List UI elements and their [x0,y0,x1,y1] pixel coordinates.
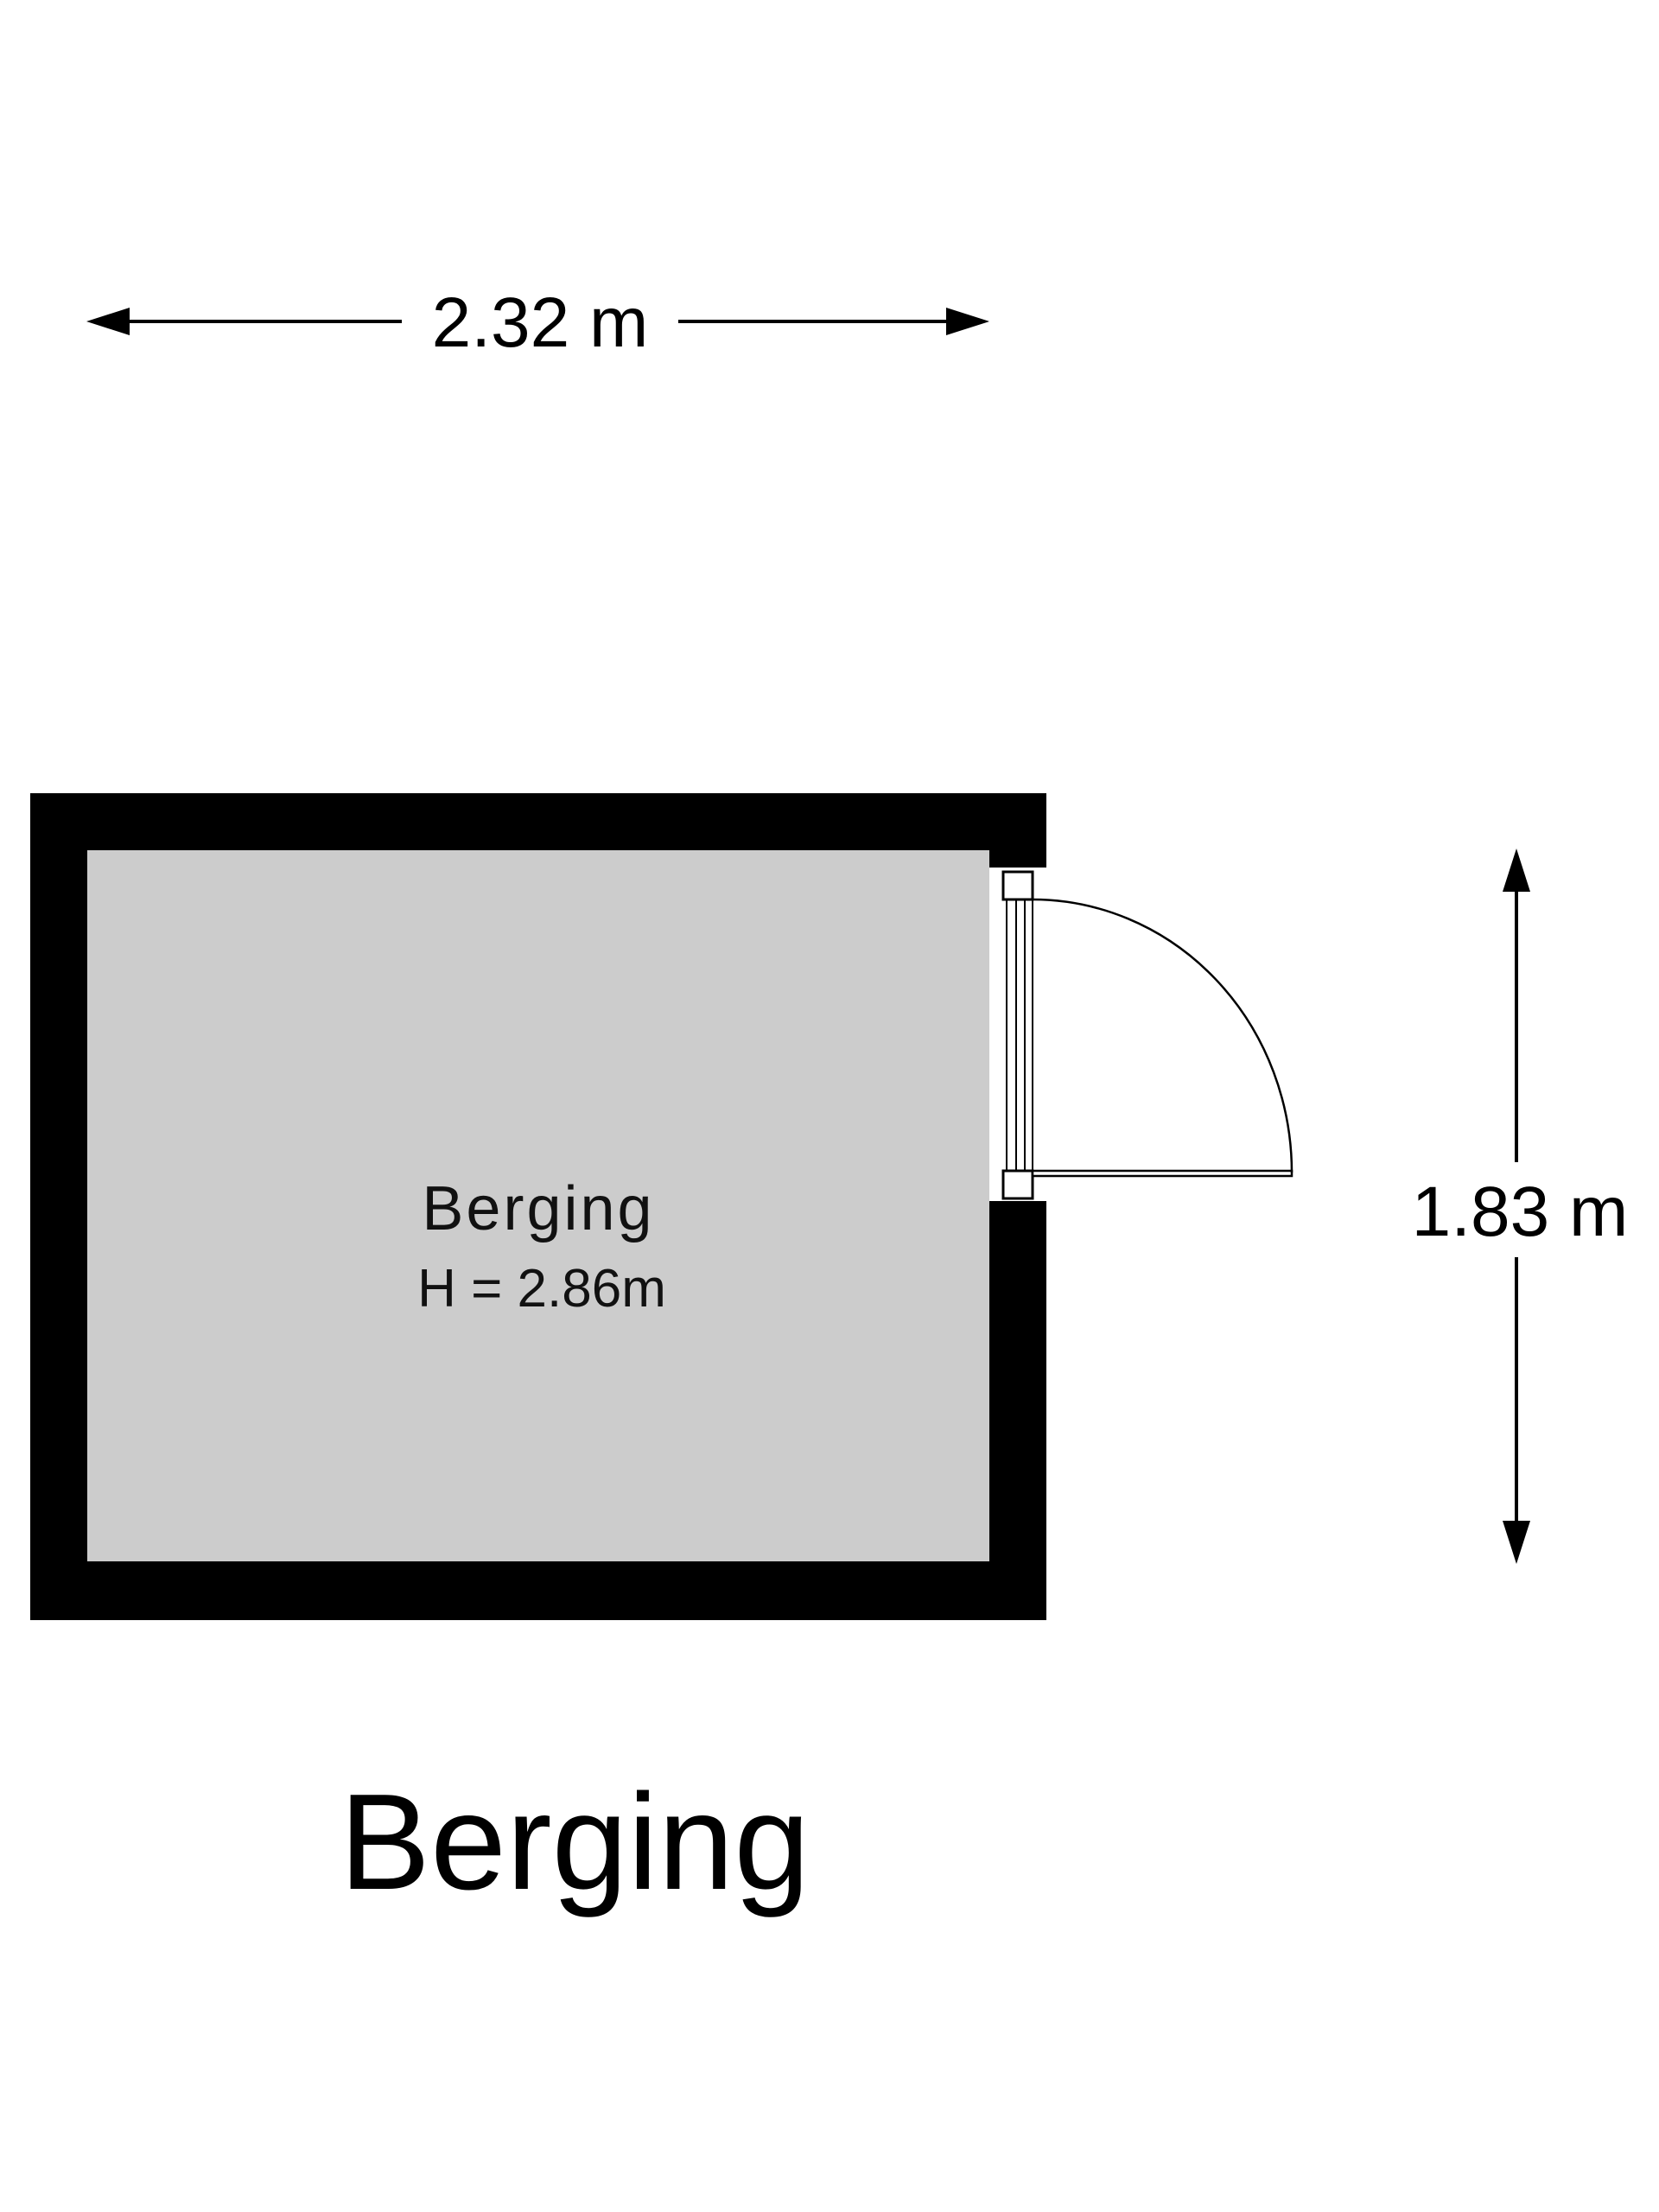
width-dimension-label: 2.32 m [432,283,649,362]
plan-title: Berging [340,1766,810,1918]
width-dimension: 2.32 m [86,283,989,362]
wall-top [30,793,1046,850]
door-swing-icon [1031,898,1294,1178]
door-jamb-top [1001,870,1034,901]
door-jamb-bottom [1001,1169,1034,1200]
door-leaf [1031,1169,1294,1178]
wall-right-lower [989,1201,1046,1620]
door-swing-arc [1032,898,1294,1173]
wall-bottom [30,1561,1046,1620]
depth-dimension-label: 1.83 m [1412,1173,1629,1251]
door-frame [1001,870,1034,1200]
wall-right-upper [989,793,1046,868]
wall-left [30,793,87,1620]
room-floor [87,850,989,1561]
arrow-right-icon [946,308,989,335]
walls [30,793,1046,1620]
room-name: Berging [422,1174,654,1243]
arrow-up-icon [1503,849,1530,892]
room-height: H = 2.86m [417,1259,666,1319]
depth-dimension: 1.83 m [1412,849,1629,1564]
arrow-down-icon [1503,1521,1530,1564]
arrow-left-icon [86,308,130,335]
